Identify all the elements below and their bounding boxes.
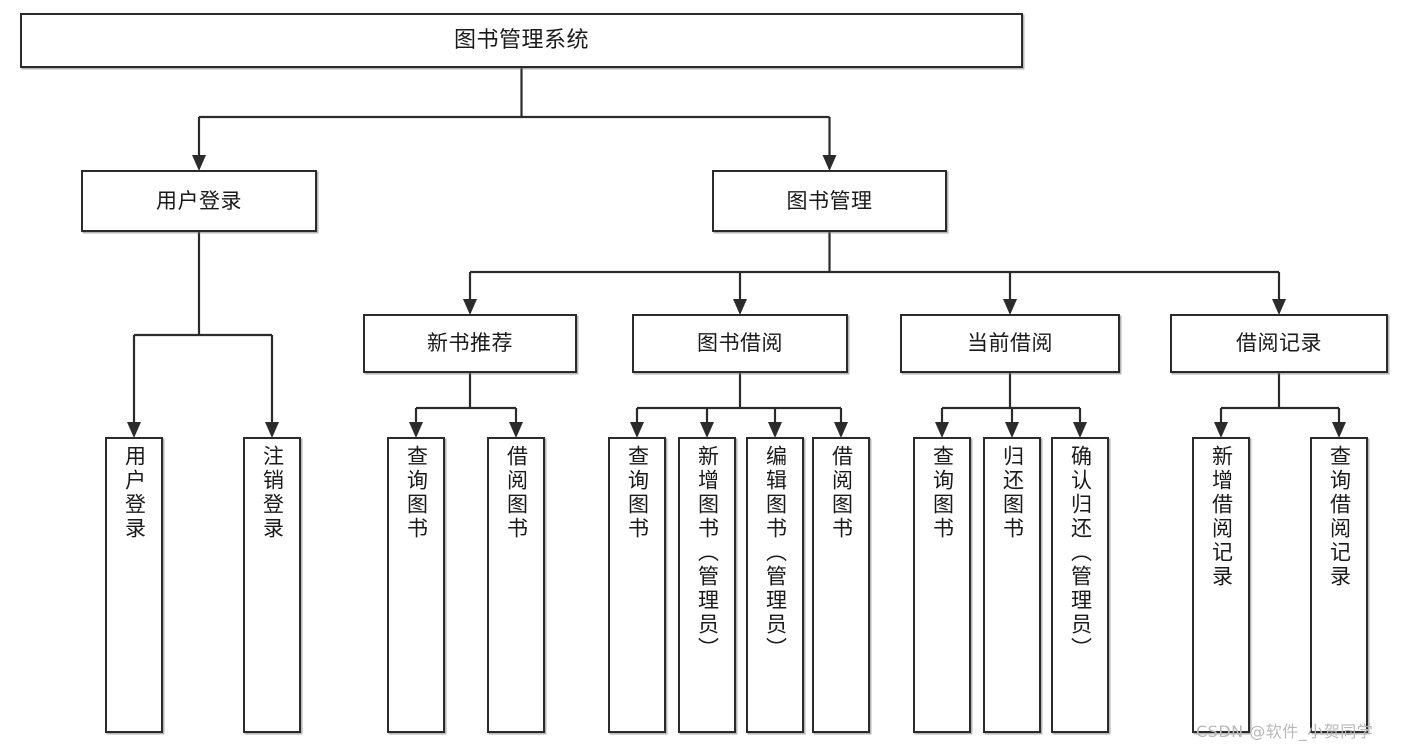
node-label: 归还图书 (1000, 445, 1025, 541)
watermark-text: CSDN @软件_小贺同学 (1196, 722, 1374, 741)
node-leaf-current-return[interactable]: 归还图书 (983, 437, 1041, 733)
node-leaf-recommend-borrow[interactable]: 借阅图书 (487, 437, 545, 733)
node-label: 图书借阅 (697, 331, 783, 356)
node-label: 编辑图书（管理员） (763, 445, 788, 661)
node-leaf-borrow-edit[interactable]: 编辑图书（管理员） (746, 437, 804, 733)
node-leaf-user-logout[interactable]: 注销登录 (243, 437, 301, 733)
connector-arrowhead-icon (935, 422, 949, 438)
node-leaf-record-add[interactable]: 新增借阅记录 (1192, 437, 1250, 733)
node-label: 用户登录 (122, 445, 147, 541)
node-book-borrow[interactable]: 图书借阅 (632, 314, 848, 373)
node-label: 确认归还（管理员） (1068, 445, 1093, 661)
connector-arrowhead-icon (265, 422, 279, 438)
node-label: 新增图书（管理员） (695, 445, 720, 661)
connector-arrowhead-icon (822, 155, 837, 171)
node-leaf-borrow-add[interactable]: 新增图书（管理员） (678, 437, 736, 733)
connector-arrowhead-icon (1005, 422, 1019, 438)
node-label: 查询图书 (404, 445, 429, 541)
node-label: 借阅图书 (504, 445, 529, 541)
connector-arrowhead-icon (192, 155, 206, 171)
node-label: 查询图书 (930, 445, 955, 541)
node-label: 图书管理系统 (453, 27, 589, 53)
connector-arrowhead-icon (1272, 299, 1286, 315)
node-label: 新增借阅记录 (1209, 445, 1234, 589)
node-borrow-record[interactable]: 借阅记录 (1170, 314, 1388, 373)
node-label: 当前借阅 (967, 331, 1053, 356)
connector-arrowhead-icon (1003, 299, 1017, 315)
connector-arrowhead-icon (733, 299, 747, 315)
node-label: 借阅记录 (1236, 331, 1322, 356)
connector-arrowhead-icon (509, 422, 523, 438)
connector-arrowhead-icon (1214, 422, 1228, 438)
node-current-borrow[interactable]: 当前借阅 (900, 314, 1120, 373)
connector-arrowhead-icon (834, 422, 848, 438)
node-leaf-borrow-query[interactable]: 查询图书 (608, 437, 666, 733)
connector-arrowhead-icon (127, 422, 141, 438)
connector-arrowhead-icon (1332, 422, 1346, 438)
node-label: 查询图书 (625, 445, 650, 541)
node-root[interactable]: 图书管理系统 (20, 13, 1023, 68)
node-leaf-borrow-lend[interactable]: 借阅图书 (812, 437, 870, 733)
node-leaf-current-query[interactable]: 查询图书 (913, 437, 971, 733)
node-user-login[interactable]: 用户登录 (81, 170, 317, 232)
node-label: 查询借阅记录 (1327, 445, 1352, 589)
node-label: 用户登录 (156, 188, 242, 213)
node-new-book-recommend[interactable]: 新书推荐 (363, 314, 577, 373)
node-label: 借阅图书 (829, 445, 854, 541)
node-label: 新书推荐 (427, 331, 513, 356)
connector-arrowhead-icon (409, 422, 423, 438)
node-book-manage[interactable]: 图书管理 (712, 170, 947, 232)
connector-arrowhead-icon (700, 422, 714, 438)
node-leaf-current-confirm[interactable]: 确认归还（管理员） (1051, 437, 1109, 733)
node-leaf-user-login[interactable]: 用户登录 (105, 437, 163, 733)
connector-arrowhead-icon (768, 422, 782, 438)
node-label: 图书管理 (786, 188, 873, 213)
node-leaf-recommend-query[interactable]: 查询图书 (387, 437, 445, 733)
connector-arrowhead-icon (1073, 422, 1087, 438)
node-label: 注销登录 (260, 445, 285, 541)
connector-arrowhead-icon (630, 422, 644, 438)
node-leaf-record-query[interactable]: 查询借阅记录 (1310, 437, 1368, 733)
connector-arrowhead-icon (463, 299, 477, 315)
